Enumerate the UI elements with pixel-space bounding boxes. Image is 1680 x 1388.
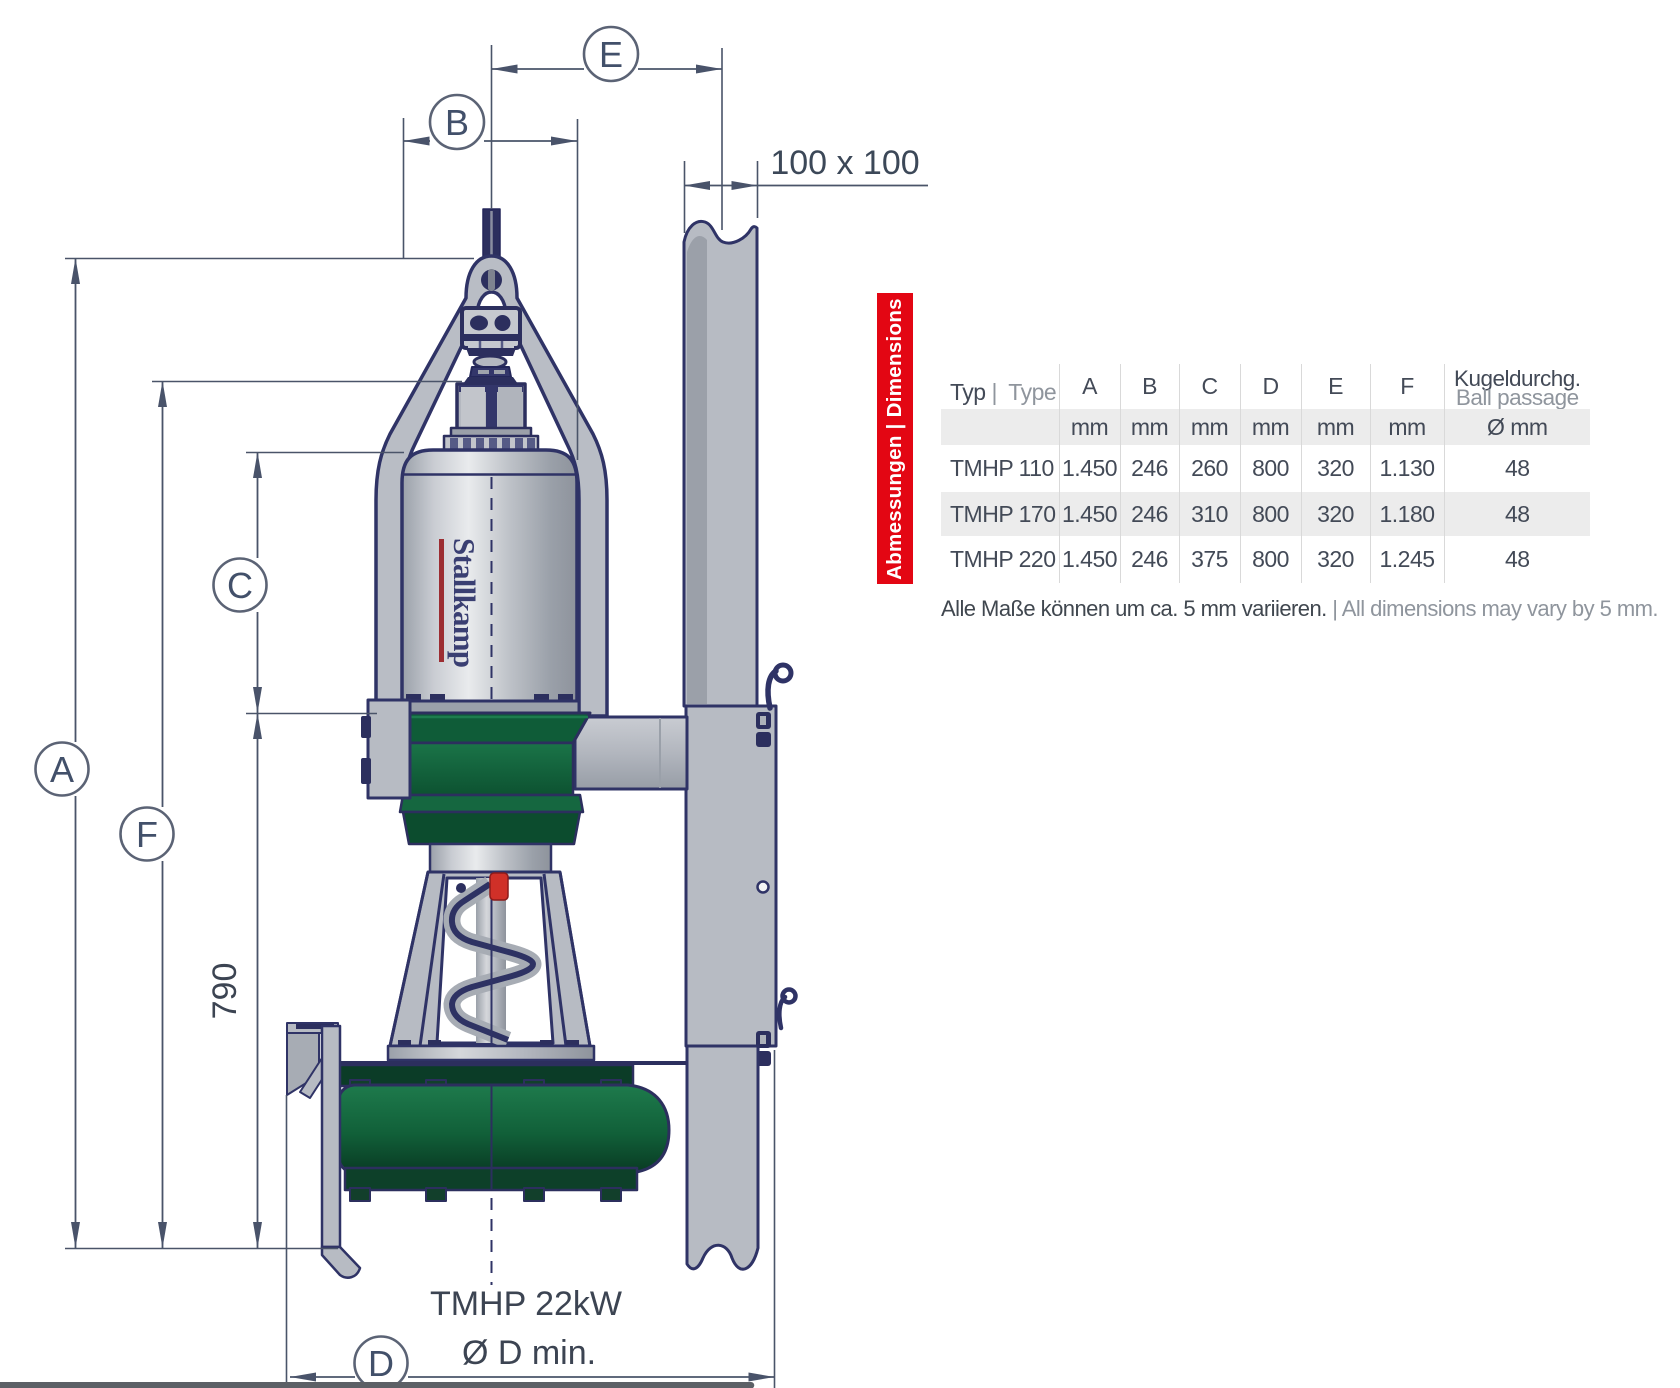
svg-text:D: D bbox=[368, 1343, 394, 1384]
svg-text:A: A bbox=[50, 749, 74, 790]
svg-text:B: B bbox=[445, 102, 469, 143]
svg-text:790: 790 bbox=[206, 963, 244, 1020]
svg-text:E: E bbox=[599, 34, 623, 75]
svg-text:Ø D min.: Ø D min. bbox=[462, 1334, 596, 1372]
svg-text:Stallkamp: Stallkamp bbox=[447, 538, 482, 668]
svg-text:TMHP 22kW: TMHP 22kW bbox=[430, 1285, 622, 1323]
svg-text:F: F bbox=[136, 814, 158, 855]
svg-text:C: C bbox=[227, 565, 253, 606]
svg-text:100 x 100: 100 x 100 bbox=[770, 144, 919, 182]
